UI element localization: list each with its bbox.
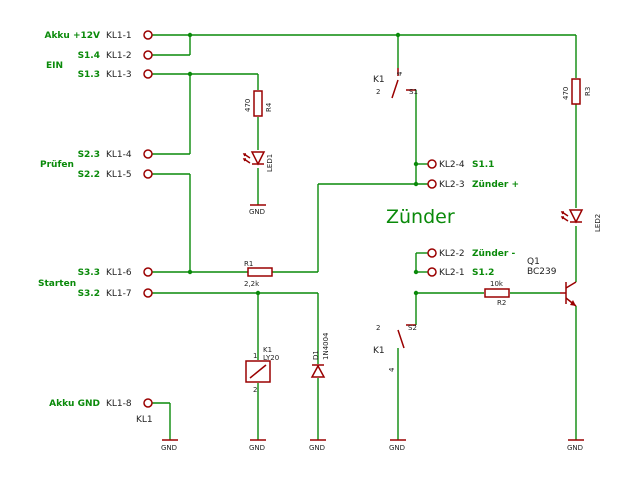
kl1-terminal-block: KL1-1 KL1-2 KL1-3 KL1-4 KL1-5 KL1-6 KL1-… [106,30,153,425]
k1-lower-pin2: 2 [376,324,380,332]
kl2-pin-label: KL2-1 [439,268,465,278]
kl2-pin-label: KL2-3 [439,180,465,190]
gnd-label: GND [567,444,583,452]
terminal-circle [143,169,153,179]
net-s11: S1.1 [472,160,494,170]
led1: LED1 [242,151,274,172]
kl1-pin-label: KL1-5 [106,170,132,180]
resistor-r2: 10k R2 [484,280,510,307]
r1-value: 2,2k [244,280,260,288]
k1-coil-pin1: 1 [253,352,257,360]
net-ein: EIN [46,61,63,71]
r4-name: R4 [265,102,273,112]
relay-k1-contact-upper: K1 2 4 S1 [373,68,418,99]
resistor-r4: 470 R4 [244,90,273,117]
r4-value: 470 [244,99,252,112]
q1-value: BC239 [527,267,557,277]
ground-symbols: GND GND GND GND GND GND [161,204,584,452]
net-s23: S2.3 [78,150,100,160]
net-starten: Starten [38,279,76,289]
k1-upper-pin4: 4 [396,71,404,76]
kl1-pin-label: KL1-8 [106,399,132,409]
terminal-circle [427,159,437,169]
relay-k1-contact-lower: K1 2 S2 4 [373,324,417,372]
terminal-circle [427,179,437,189]
gnd-label: GND [161,444,177,452]
gnd-label: GND [249,444,265,452]
junctions [187,32,419,296]
k1-lower-pin4: 4 [388,367,396,372]
net-s12: S1.2 [472,268,494,278]
kl1-pin-label: KL1-7 [106,289,132,299]
gnd-label: GND [309,444,325,452]
r3-value: 470 [562,87,570,100]
terminal-circle [143,69,153,79]
kl1-name: KL1 [136,415,153,425]
kl1-pin-label: KL1-2 [106,51,132,61]
net-s13: S1.3 [78,70,100,80]
r2-name: R2 [497,299,506,307]
net-akkugnd: Akku GND [49,399,100,409]
transistor-q1: Q1 BC239 [527,257,577,307]
kl2-terminal-block: KL2-4 KL2-3 KL2-2 KL2-1 S1.1 Zünder + Zü… [427,159,519,278]
led2: LED2 [560,209,602,232]
net-s14: S1.4 [78,51,100,61]
net-akku12: Akku +12V [44,31,100,41]
kl1-pin-label: KL1-4 [106,150,132,160]
terminal-circle [143,30,153,40]
terminal-circle [427,267,437,277]
k1-lower-name: K1 [373,346,385,356]
r2-value: 10k [490,280,504,288]
terminal-circle [143,398,153,408]
kl1-pin-label: KL1-3 [106,70,132,80]
gnd-label: GND [249,208,265,216]
k1-coil-value: LY20 [263,354,279,362]
terminal-circle [143,50,153,60]
net-zuender-plus: Zünder + [472,180,519,190]
k1-upper-name: K1 [373,75,385,85]
left-net-labels: Akku +12V S1.4 EIN S1.3 S2.3 Prüfen S2.2… [38,31,100,409]
terminal-circle [143,267,153,277]
kl1-pin-label: KL1-6 [106,268,132,278]
zuender-title: Zünder [386,206,455,228]
k1-lower-s2: S2 [408,324,417,332]
q1-name: Q1 [527,257,540,267]
net-pruefen: Prüfen [40,160,74,170]
r1-name: R1 [244,260,253,268]
wires [152,34,577,440]
k1-coil-pin2: 2 [253,386,257,394]
d1-name: D1 [312,350,320,360]
net-zuender-minus: Zünder - [472,249,515,259]
k1-upper-pin2: 2 [376,88,380,96]
d1-value: 1N4004 [322,332,330,360]
led1-name: LED1 [266,154,274,172]
terminal-circle [427,248,437,258]
relay-k1-coil: K1 LY20 1 2 [245,346,279,394]
resistor-r1: R1 2,2k [244,260,273,288]
kl1-pin-label: KL1-1 [106,31,132,41]
net-s22: S2.2 [78,170,100,180]
terminal-circle [143,288,153,298]
diode-d1: D1 1N4004 [310,332,330,378]
k1-upper-s1: S1 [409,88,418,96]
r3-name: R3 [584,87,592,96]
net-s32: S3.2 [78,289,100,299]
net-s33: S3.3 [78,268,100,278]
k1-coil-name: K1 [263,346,272,354]
resistor-r3: 470 R3 [562,78,592,105]
led2-name: LED2 [594,214,602,232]
terminal-circle [143,149,153,159]
kl2-pin-label: KL2-2 [439,249,465,259]
kl2-pin-label: KL2-4 [439,160,465,170]
gnd-label: GND [389,444,405,452]
